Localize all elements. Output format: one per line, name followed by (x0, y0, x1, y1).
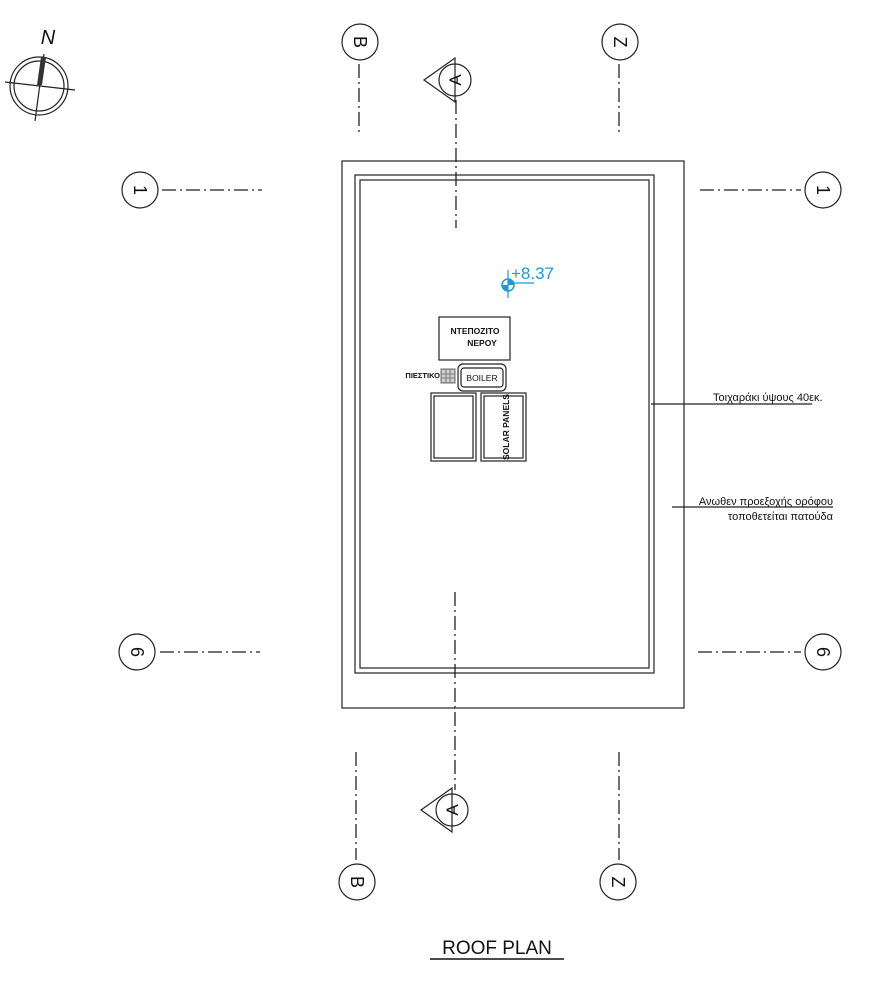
svg-text:Τοιχαράκι ύψους 40εκ.: Τοιχαράκι ύψους 40εκ. (713, 392, 823, 404)
note-overhang: Ανωθεν προεξοχής ορόφου τοποθετείται πατ… (672, 496, 834, 523)
svg-text:Z: Z (610, 37, 630, 48)
water-tank: ΝΤΕΠΟΖΙΤΟ ΝΕΡΟΥ (438, 316, 511, 361)
svg-text:ΠΙΕΣΤΙΚΟ: ΠΙΕΣΤΙΚΟ (405, 371, 440, 380)
elevation-marker: +8.37 (501, 264, 554, 298)
svg-text:6: 6 (813, 647, 833, 657)
svg-text:SOLAR PANELS: SOLAR PANELS (501, 394, 511, 460)
svg-text:Ανωθεν προεξοχής ορόφου: Ανωθεν προεξοχής ορόφου (699, 496, 833, 508)
grid-bubble-b-top: B (341, 23, 379, 61)
svg-text:ROOF PLAN: ROOF PLAN (442, 938, 552, 959)
parapet-outer (354, 174, 655, 674)
boiler: BOILER (457, 363, 507, 392)
parapet-inner (359, 179, 650, 669)
drawing-title: ROOF PLAN (430, 938, 564, 960)
elevation-label: +8.37 (511, 264, 554, 283)
section-marker-bottom: A (419, 786, 469, 834)
grid-bubble-z-bottom: Z (599, 863, 637, 901)
svg-text:B: B (347, 876, 367, 888)
svg-text:BOILER: BOILER (466, 373, 497, 383)
section-marker-top: A (422, 56, 472, 104)
grid-bubble-1-right: 1 (804, 171, 842, 209)
svg-text:Z: Z (608, 877, 628, 888)
svg-text:ΝΤΕΠΟΖΙΤΟ: ΝΤΕΠΟΖΙΤΟ (451, 326, 500, 336)
note-parapet: Τοιχαράκι ύψους 40εκ. (651, 392, 823, 405)
grid-bubble-z-top: Z (601, 23, 639, 61)
svg-text:B: B (350, 36, 370, 48)
svg-text:1: 1 (813, 185, 833, 195)
grid-bubble-b-bottom: B (338, 863, 376, 901)
svg-text:τοποθετείται πατούδα: τοποθετείται πατούδα (728, 511, 834, 523)
grid-bubble-6-left: 6 (118, 633, 156, 671)
svg-text:A: A (443, 804, 462, 816)
roof-overhang-outline (341, 160, 685, 709)
svg-text:A: A (446, 74, 465, 86)
north-arrow-icon: N (4, 27, 76, 122)
svg-text:1: 1 (130, 185, 150, 195)
north-label: N (41, 27, 56, 49)
svg-text:ΝΕΡΟΥ: ΝΕΡΟΥ (467, 338, 497, 348)
grid-bubble-1-left: 1 (121, 171, 159, 209)
pressure-pump: ΠΙΕΣΤΙΚΟ (405, 368, 456, 384)
svg-text:6: 6 (127, 647, 147, 657)
grid-bubble-6-right: 6 (804, 633, 842, 671)
grid-lines (160, 64, 801, 860)
solar-panels: SOLAR PANELS (430, 392, 527, 462)
